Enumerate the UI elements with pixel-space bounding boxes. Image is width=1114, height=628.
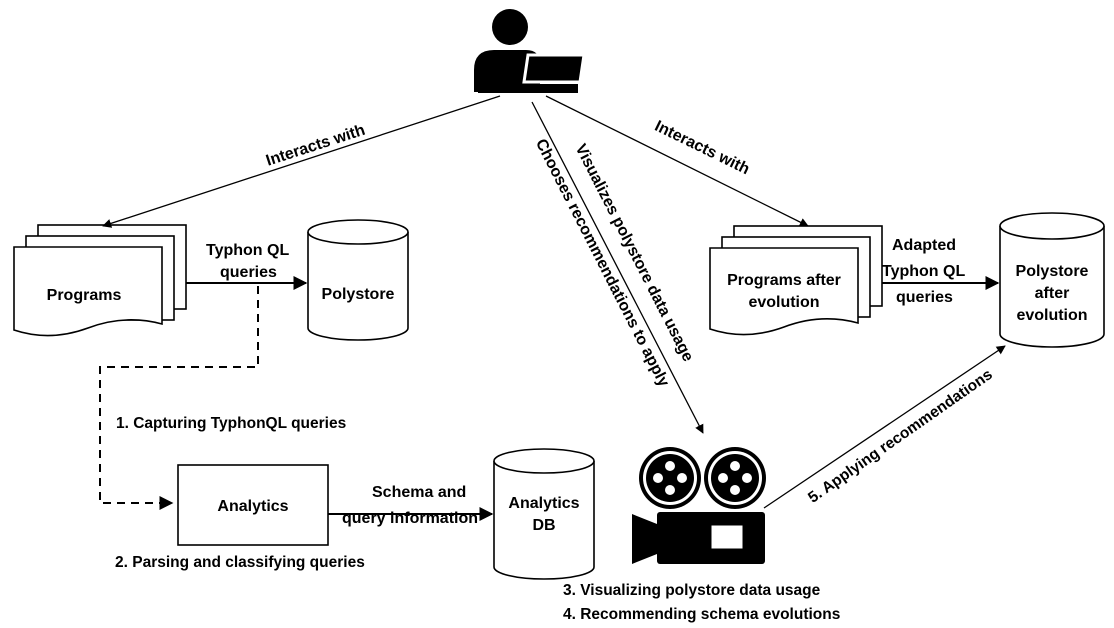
label-interacts-right: Interacts with <box>652 118 752 178</box>
programs-documents: Programs <box>13 224 187 337</box>
label-adapted-1: Adapted <box>892 237 956 254</box>
label-interacts-left: Interacts with <box>264 122 367 170</box>
edge-capturing-queries <box>99 286 259 510</box>
analytics-box: Analytics <box>177 464 329 546</box>
polystore-after-label-3: evolution <box>1016 307 1087 324</box>
edge-interacts-right <box>545 95 809 227</box>
analytics-db-cylinder: Analytics DB <box>493 448 595 580</box>
label-typhon-2: queries <box>220 264 277 281</box>
step-4-label: 4. Recommending schema evolutions <box>563 606 840 623</box>
edge-interacts-left <box>102 95 501 228</box>
polystore-after-label-1: Polystore <box>1016 263 1089 280</box>
programs-after-evolution-documents: Programs after evolution <box>709 225 883 336</box>
label-schema-1: Schema and <box>372 484 466 501</box>
edge-applying-recommendations <box>763 345 1006 509</box>
polystore-label: Polystore <box>322 286 395 303</box>
analytics-db-label-2: DB <box>532 517 555 534</box>
polystore-after-evolution-cylinder: Polystore after evolution <box>999 212 1105 348</box>
film-projector-icon <box>632 447 766 564</box>
user-laptop-icon <box>474 9 586 93</box>
programs-label: Programs <box>47 287 122 304</box>
analytics-db-label-1: Analytics <box>508 495 579 512</box>
polystore-cylinder: Polystore <box>307 219 409 341</box>
step-2-label: 2. Parsing and classifying queries <box>115 554 365 571</box>
programs-after-label-2: evolution <box>748 294 819 311</box>
step-1-label: 1. Capturing TyphonQL queries <box>116 415 346 432</box>
label-schema-2: query information <box>342 510 478 527</box>
step-5-label: 5. Applying recommendations <box>805 366 996 507</box>
label-adapted-2: Typhon QL <box>882 263 965 280</box>
edge-visualizes <box>531 101 704 434</box>
analytics-label: Analytics <box>217 498 288 515</box>
label-typhon-1: Typhon QL <box>206 242 289 259</box>
programs-after-label-1: Programs after <box>727 272 841 289</box>
polystore-after-label-2: after <box>1035 285 1070 302</box>
step-3-label: 3. Visualizing polystore data usage <box>563 582 821 599</box>
label-adapted-3: queries <box>896 289 953 306</box>
